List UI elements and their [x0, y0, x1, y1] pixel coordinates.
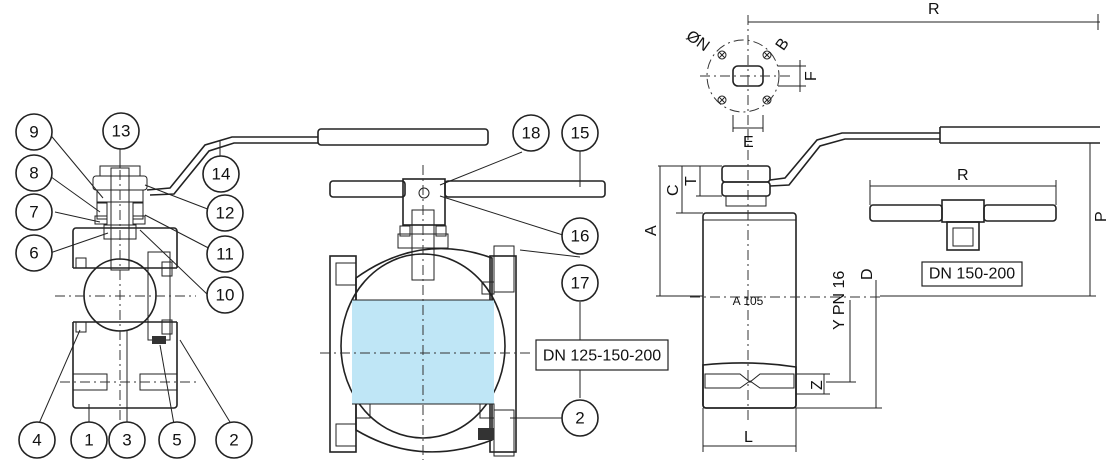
- callout-11: 11: [206, 235, 244, 273]
- body-right: [702, 212, 797, 409]
- bolt-circle: [706, 39, 780, 113]
- svg-text:18: 18: [522, 124, 541, 143]
- svg-text:14: 14: [212, 165, 231, 184]
- callout-17: 17: [561, 264, 599, 302]
- callout-15: 15: [561, 114, 599, 152]
- callout-4: 4: [18, 421, 56, 459]
- dim-T: T: [683, 176, 700, 186]
- svg-text:17: 17: [571, 274, 590, 293]
- svg-text:15: 15: [571, 124, 590, 143]
- dim-R-small: R: [957, 167, 969, 184]
- svg-text:12: 12: [216, 204, 235, 223]
- callout-2: 2: [215, 421, 253, 459]
- callout-8: 8: [15, 154, 53, 192]
- svg-text:16: 16: [571, 227, 590, 246]
- svg-text:3: 3: [122, 431, 131, 450]
- callout-18: 18: [512, 114, 550, 152]
- svg-text:2: 2: [229, 431, 238, 450]
- callout-6: 6: [15, 234, 53, 272]
- dim-L: L: [744, 429, 753, 446]
- svg-text:2: 2: [575, 409, 584, 428]
- dim-D: D: [859, 268, 876, 280]
- callout-2-middle: 2: [561, 399, 599, 437]
- svg-text:DN 125-150-200: DN 125-150-200: [543, 348, 661, 365]
- dim-Z: Z: [809, 380, 826, 390]
- callout-12: 12: [206, 194, 244, 232]
- callout-bubbles: 1 2 3 4 5 6 7 8 9 10 11 12 13 14 15 16 1…: [15, 112, 599, 459]
- dim-C: C: [665, 184, 682, 196]
- svg-text:5: 5: [172, 431, 181, 450]
- callout-16: 16: [561, 217, 599, 255]
- svg-text:10: 10: [216, 286, 235, 305]
- svg-text:6: 6: [29, 244, 38, 263]
- right-exterior-view: [656, 14, 1100, 452]
- dim-F: F: [803, 71, 820, 81]
- callout-3: 3: [108, 421, 146, 459]
- dim-B: B: [773, 35, 793, 53]
- svg-text:13: 13: [112, 122, 131, 141]
- middle-section-view: [320, 165, 606, 460]
- svg-text:11: 11: [216, 245, 234, 264]
- svg-text:8: 8: [29, 164, 38, 183]
- pressure-label: Y PN 16: [831, 271, 848, 330]
- dim-E: E: [743, 134, 754, 151]
- callout-9: 9: [15, 113, 53, 151]
- svg-text:4: 4: [32, 431, 41, 450]
- dim-phiN: ØN: [683, 27, 712, 55]
- svg-text:1: 1: [84, 431, 93, 450]
- dim-P: P: [1093, 211, 1108, 222]
- callout-10: 10: [206, 276, 244, 314]
- note-dn-150-200: DN 150-200: [921, 261, 1023, 287]
- callout-5: 5: [158, 421, 196, 459]
- left-section-view: [55, 128, 489, 420]
- callout-7: 7: [15, 193, 53, 231]
- dim-R-top: R: [928, 1, 940, 18]
- svg-text:7: 7: [29, 203, 38, 222]
- material-label: A 105: [733, 294, 764, 308]
- callout-1: 1: [70, 421, 108, 459]
- note-dn-125-150-200: DN 125-150-200: [535, 339, 669, 371]
- dim-A: A: [643, 225, 660, 236]
- callout-13: 13: [102, 112, 140, 150]
- svg-text:DN 150-200: DN 150-200: [929, 266, 1015, 283]
- svg-text:9: 9: [29, 123, 38, 142]
- callout-14: 14: [202, 155, 240, 193]
